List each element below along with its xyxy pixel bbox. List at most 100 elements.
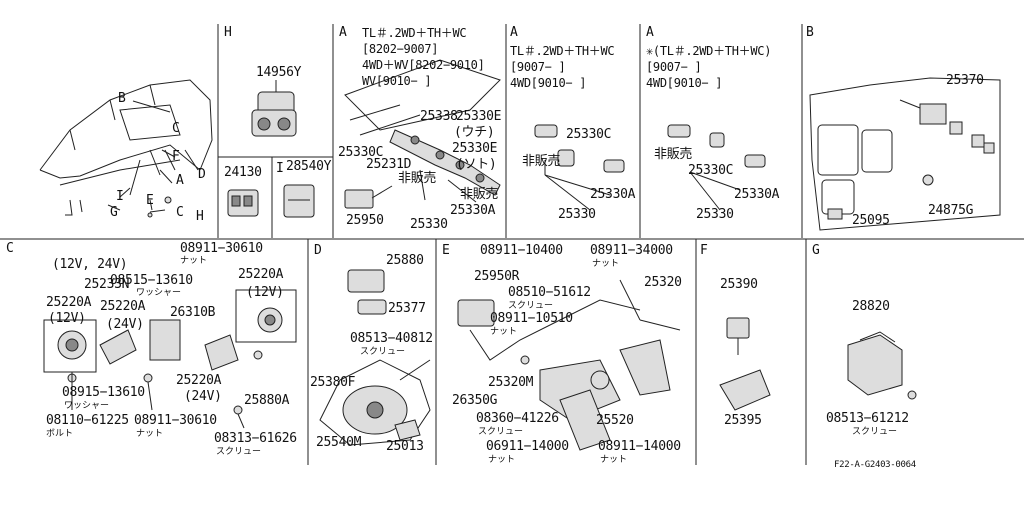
label-bolt: ボルト <box>46 429 74 439</box>
overview-callout-f: F <box>172 149 180 164</box>
overview-callout-g: G <box>110 205 118 220</box>
part-06911-14000: 06911−14000 <box>486 439 569 454</box>
a2-note-line-2: [9007− ] <box>510 60 566 74</box>
part-25330-c: 25330 <box>696 207 734 222</box>
section-label-i: I <box>276 161 284 176</box>
part-25390: 25390 <box>720 277 758 292</box>
part-28820: 28820 <box>852 299 890 314</box>
label-screw-b: スクリュー <box>360 347 406 357</box>
section-a3-switch-drawing <box>667 124 766 211</box>
part-25330A-c: 25330A <box>734 187 780 202</box>
part-25540M: 25540M <box>316 435 362 450</box>
label-uchi: (ウチ) <box>454 125 495 140</box>
a1-note-line-4: WV[9010− ] <box>362 74 432 88</box>
section-d-column-switch-drawing <box>319 269 431 446</box>
part-25330C-b: 25330C <box>566 127 612 142</box>
part-25231D: 25231D <box>366 157 412 172</box>
section-f-switch-drawing <box>719 317 771 411</box>
part-08515-13610: 08515−13610 <box>110 273 193 288</box>
section-label-f: F <box>700 243 708 258</box>
label-hihanbai-d: 非販売 <box>654 147 693 162</box>
part-25220A-a: 25220A <box>238 267 284 282</box>
part-25095: 25095 <box>852 213 890 228</box>
label-nut-b: ナット <box>136 429 164 439</box>
c-12v-note-b: (12V) <box>246 285 284 300</box>
part-25370: 25370 <box>946 73 984 88</box>
part-25395: 25395 <box>724 413 762 428</box>
section-label-h: H <box>224 25 232 40</box>
a2-note-line-3: 4WD[9010− ] <box>510 76 587 90</box>
c-24v-note-a: (24V) <box>106 317 144 332</box>
part-08313-61626: 08313−61626 <box>214 431 297 446</box>
label-nut-d: ナット <box>490 327 518 337</box>
label-nut-e: ナット <box>488 455 516 465</box>
part-25233N: 25233N <box>84 277 130 292</box>
label-hihanbai-c: 非販売 <box>522 154 561 169</box>
section-b-dashboard-drawing <box>809 77 1001 231</box>
part-25320M: 25320M <box>488 375 534 390</box>
part-24130: 24130 <box>224 165 262 180</box>
part-14956Y: 14956Y <box>256 65 302 80</box>
part-25330C-a: 25330C <box>338 145 384 160</box>
part-25320: 25320 <box>644 275 682 290</box>
grid-dividers <box>0 24 1024 465</box>
label-hihanbai-b: 非販売 <box>460 187 499 202</box>
part-25220A-b: 25220A <box>46 295 92 310</box>
part-08911-14000: 08911−14000 <box>598 439 681 454</box>
part-26350G: 26350G <box>452 393 498 408</box>
label-hihanbai-a: 非販売 <box>398 171 437 186</box>
part-25013: 25013 <box>386 439 424 454</box>
part-08513-40812: 08513−40812 <box>350 331 433 346</box>
overview-callout-i: I <box>116 189 124 204</box>
part-25330-b: 25330 <box>558 207 596 222</box>
label-screw-c: スクリュー <box>508 301 554 311</box>
label-washer-b: ワッシャー <box>64 401 110 411</box>
part-25220A-c: 25220A <box>100 299 146 314</box>
overview-callout-b: B <box>118 91 126 106</box>
part-08911-10510: 08911−10510 <box>490 311 573 326</box>
a1-note-line-1: TL＃.2WD＋TH＋WC <box>362 26 467 40</box>
section-label-g: G <box>812 243 820 258</box>
section-label-b: B <box>806 25 814 40</box>
part-24130-drawing <box>227 189 259 217</box>
a3-note-line-3: 4WD[9010− ] <box>646 76 723 90</box>
label-nut-a: ナット <box>180 256 208 266</box>
figure-code: F22-A-G2403-0064 <box>834 460 916 470</box>
part-28540Y-drawing <box>283 184 315 218</box>
section-label-d: D <box>314 243 322 258</box>
part-08911-10400: 08911−10400 <box>480 243 563 258</box>
part-25950R: 25950R <box>474 269 520 284</box>
overview-dashboard-sketch <box>39 79 213 218</box>
a1-note-line-2: [8202−9007] <box>362 42 439 56</box>
c-voltage-note: (12V, 24V) <box>52 257 128 272</box>
part-25377: 25377 <box>388 301 426 316</box>
part-25220A-d: 25220A <box>176 373 222 388</box>
a2-note-line-1: TL＃.2WD＋TH＋WC <box>510 44 615 58</box>
overview-callout-h: H <box>196 209 204 224</box>
label-nut-c: ナット <box>592 259 620 269</box>
part-25338: 25338 <box>420 109 458 124</box>
part-25330E-a: 25330E <box>456 109 502 124</box>
part-26310B: 26310B <box>170 305 216 320</box>
c-12v-note-a: (12V) <box>48 311 86 326</box>
a3-note-line-2: [9007− ] <box>646 60 702 74</box>
overview-callout-c2: C <box>176 205 184 220</box>
label-screw-e: スクリュー <box>852 427 898 437</box>
label-screw-a: スクリュー <box>216 447 262 457</box>
section-label-a-1: A <box>339 25 347 40</box>
part-25520: 25520 <box>596 413 634 428</box>
part-08110-61225: 08110−61225 <box>46 413 129 428</box>
part-08911-30610-a: 08911−30610 <box>180 241 263 256</box>
label-nut-f: ナット <box>600 455 628 465</box>
part-25330-a: 25330 <box>410 217 448 232</box>
part-08915-13610: 08915−13610 <box>62 385 145 400</box>
part-25380F: 25380F <box>310 375 356 390</box>
part-25950: 25950 <box>346 213 384 228</box>
part-14956Y-drawing <box>251 80 297 137</box>
overview-callout-a: A <box>176 173 184 188</box>
part-25880: 25880 <box>386 253 424 268</box>
part-25880A: 25880A <box>244 393 290 408</box>
section-label-a-3: A <box>646 25 654 40</box>
section-label-a-2: A <box>510 25 518 40</box>
